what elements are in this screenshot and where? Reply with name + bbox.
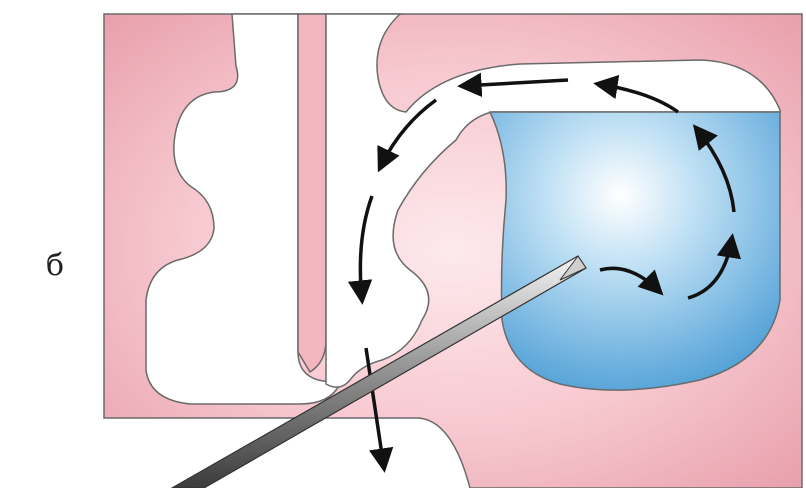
sinus-fluid (490, 112, 780, 390)
panel-label: б (46, 248, 64, 283)
nasal-septum (298, 14, 326, 372)
